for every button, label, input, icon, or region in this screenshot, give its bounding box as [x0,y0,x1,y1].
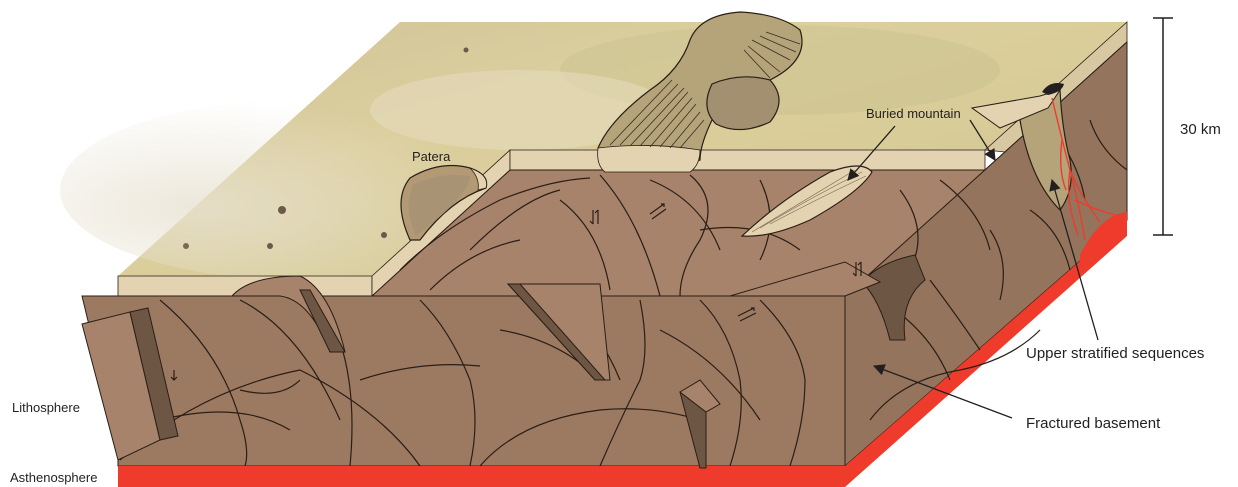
surface-spot [381,232,387,238]
upper-stratified-label: Upper stratified sequences [1026,345,1204,362]
fractured-basement-label: Fractured basement [1026,415,1161,432]
crust-front-face [82,296,845,466]
surface-spot [278,206,286,214]
scale-bar [1153,18,1173,235]
patera-label: Patera [412,149,451,164]
fan-base [598,145,700,172]
surface-spot [267,243,273,249]
asthenosphere-label: Asthenosphere [10,470,97,485]
fan-lobe [707,77,779,130]
surface-spot [183,243,189,249]
surface-spot [464,48,469,53]
scale-label: 30 km [1180,121,1221,138]
upper-strata-back-edge [510,150,985,170]
buried-mountain-label: Buried mountain [866,106,961,121]
lithosphere-label: Lithosphere [12,400,80,415]
asthenosphere-front [118,466,845,487]
